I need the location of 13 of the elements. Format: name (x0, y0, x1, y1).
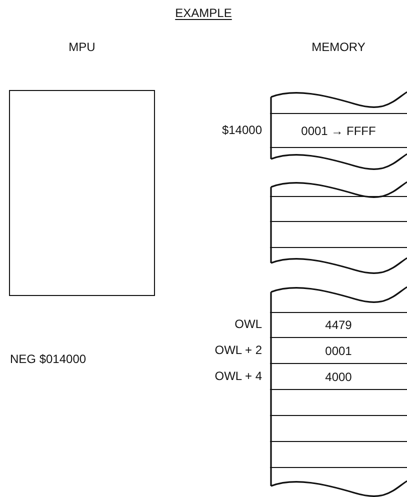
instruction-label: NEG $014000 (10, 352, 86, 366)
memory-cell: 0001 (270, 338, 407, 364)
memory-cell (270, 196, 407, 222)
column-label: MEMORY (310, 40, 366, 54)
address-label: OWL + 4 (214, 369, 262, 383)
address-label: $14000 (222, 122, 262, 136)
title: EXAMPLE (174, 6, 233, 20)
address-label: OWL (234, 317, 262, 331)
memory-cell: 0001 → FFFF (270, 113, 407, 148)
memory-cell: 4479 (270, 312, 407, 338)
address-label: OWL + 2 (214, 343, 262, 357)
unit-label: MPU (68, 40, 96, 54)
memory-cell: 4000 (270, 364, 407, 390)
